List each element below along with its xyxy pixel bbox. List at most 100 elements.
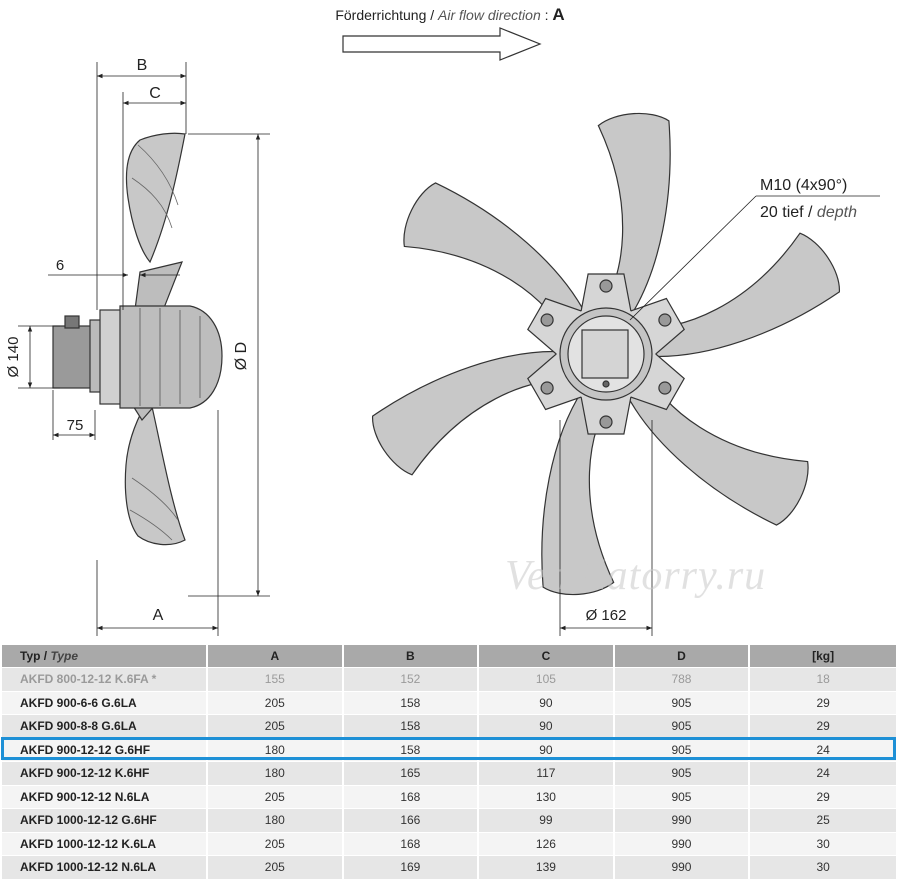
cell-d: 905 [613, 737, 751, 762]
cell-kg: 18 [749, 667, 898, 691]
cell-a: 180 [207, 761, 344, 785]
cell-c: 130 [478, 784, 615, 809]
table-row-selected[interactable]: AKFD 900-12-12 G.6HF 180 158 90 905 24 [2, 737, 898, 762]
cell-type: AKFD 900-12-12 K.6HF [2, 761, 208, 785]
fan-blade [403, 182, 588, 343]
cell-a: 180 [207, 737, 344, 762]
front-view [372, 112, 840, 596]
cell-c: 99 [478, 808, 615, 832]
airflow-label-en: Air flow direction [438, 7, 541, 23]
cell-b: 166 [342, 808, 480, 832]
mounting-bolt [540, 381, 554, 395]
table-row[interactable]: AKFD 900-8-8 G.6LA 205 158 90 905 29 [2, 714, 898, 738]
dim-75-label: 75 [67, 417, 84, 434]
cell-kg: 24 [749, 761, 898, 785]
airflow-direction-label: Förderrichtung / Air flow direction : A [0, 5, 900, 25]
side-lower-blade [124, 396, 186, 546]
depth-de: 20 tief / [760, 204, 817, 221]
table-row[interactable]: AKFD 1000-12-12 K.6LA 205 168 126 990 30 [2, 831, 898, 856]
dim-D-label: Ø D [233, 342, 250, 370]
cell-type: AKFD 1000-12-12 N.6LA [2, 855, 208, 879]
cell-b: 158 [342, 690, 480, 715]
dim-6-label: 6 [56, 257, 64, 274]
cell-a: 155 [207, 667, 344, 691]
col-a-header: A [207, 645, 344, 668]
spec-table: Typ / Type A B C D [kg] AKFD 800-12-12 K… [2, 645, 898, 879]
depth-en: depth [817, 204, 857, 221]
side-upper-blade [125, 132, 186, 264]
table-header-row: Typ / Type A B C D [kg] [2, 645, 898, 668]
cell-kg: 29 [749, 690, 898, 715]
cell-a: 205 [207, 714, 344, 738]
cell-a: 180 [207, 808, 344, 832]
fan-blade [596, 112, 671, 320]
cell-c: 90 [478, 690, 615, 715]
cell-type: AKFD 1000-12-12 G.6HF [2, 808, 208, 832]
front-dimensions [559, 195, 880, 636]
table-row[interactable]: AKFD 1000-12-12 N.6LA 205 169 139 990 30 [2, 855, 898, 879]
m10-label: M10 (4x90°) [760, 177, 847, 194]
cell-kg: 30 [749, 855, 898, 879]
dim-162-label: Ø 162 [586, 607, 627, 624]
watermark: Ventilatorry.ru [505, 553, 767, 599]
cell-kg: 24 [749, 737, 898, 762]
dim-A-label: A [153, 607, 164, 624]
cell-d: 905 [613, 690, 751, 715]
cell-c: 105 [478, 667, 615, 691]
cell-type: AKFD 900-12-12 N.6LA [2, 784, 208, 809]
cell-d: 990 [613, 855, 751, 879]
col-type-header: Typ / Type [2, 645, 208, 668]
cell-type: AKFD 900-12-12 G.6HF [2, 737, 208, 762]
type-header-de: Typ / [20, 649, 51, 663]
table-row[interactable]: AKFD 900-12-12 K.6HF 180 165 117 905 24 [2, 761, 898, 785]
fan-blades [372, 112, 840, 596]
cell-b: 165 [342, 761, 480, 785]
cell-a: 205 [207, 690, 344, 715]
cell-kg: 29 [749, 714, 898, 738]
depth-label: 20 tief / depth [760, 204, 857, 221]
type-header-en: Type [50, 649, 79, 663]
mounting-bolt [599, 279, 613, 293]
dim-B-label: B [137, 57, 148, 74]
airflow-letter: A [552, 5, 565, 24]
mounting-bolt [658, 313, 672, 327]
table-row[interactable]: AKFD 1000-12-12 G.6HF 180 166 99 990 25 [2, 808, 898, 832]
cell-c: 90 [478, 737, 615, 762]
cell-b: 158 [342, 737, 480, 762]
table-row[interactable]: AKFD 800-12-12 K.6FA * 155 152 105 788 1… [2, 667, 898, 691]
airflow-sep: / [426, 7, 439, 23]
col-b-header: B [342, 645, 480, 668]
table-row[interactable]: AKFD 900-12-12 N.6LA 205 168 130 905 29 [2, 784, 898, 809]
cell-c: 117 [478, 761, 615, 785]
cell-b: 158 [342, 714, 480, 738]
cell-b: 168 [342, 831, 480, 856]
side-view [52, 132, 223, 546]
col-d-header: D [613, 645, 751, 668]
cell-c: 126 [478, 831, 615, 856]
cell-c: 139 [478, 855, 615, 879]
hub-mount [527, 273, 685, 435]
airflow-colon: : [540, 7, 553, 23]
fan-blade [624, 365, 809, 526]
dim-140-label: Ø 140 [5, 337, 22, 378]
terminal-box [52, 325, 92, 389]
motor-body [119, 305, 223, 409]
table-row[interactable]: AKFD 900-6-6 G.6LA 205 158 90 905 29 [2, 690, 898, 715]
cell-b: 168 [342, 784, 480, 809]
cell-d: 905 [613, 714, 751, 738]
cell-type: AKFD 800-12-12 K.6FA * [2, 667, 208, 691]
cell-type: AKFD 900-6-6 G.6LA [2, 690, 208, 715]
cell-type: AKFD 1000-12-12 K.6LA [2, 831, 208, 856]
cell-b: 152 [342, 667, 480, 691]
dim-C-label: C [149, 85, 161, 102]
col-c-header: C [478, 645, 615, 668]
cell-d: 788 [613, 667, 751, 691]
cell-c: 90 [478, 714, 615, 738]
cell-d: 990 [613, 808, 751, 832]
cell-type: AKFD 900-8-8 G.6LA [2, 714, 208, 738]
mounting-bolt [599, 415, 613, 429]
fan-blade [372, 350, 578, 476]
mounting-bolt [658, 381, 672, 395]
cell-a: 205 [207, 855, 344, 879]
fan-technical-drawing: B C 6 Ø 140 75 A Ø D Ø 162 M10 (4x90°) 2… [5, 27, 880, 636]
